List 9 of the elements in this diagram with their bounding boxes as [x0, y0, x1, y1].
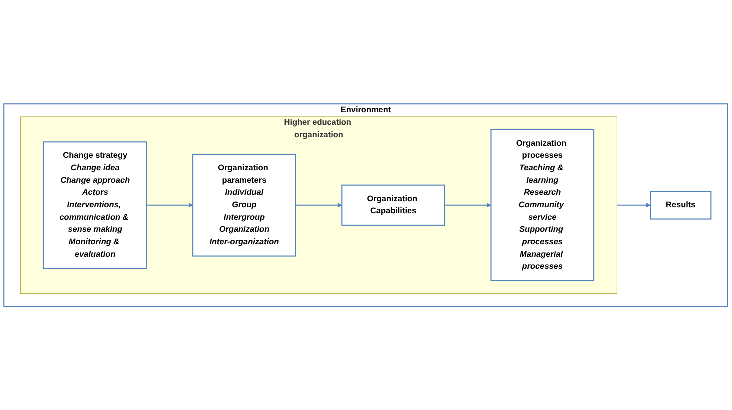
arrow	[444, 202, 492, 208]
arrow	[296, 202, 342, 208]
node-box: Organization parameters Individual Group Intergroup Organization Inter-organization	[192, 154, 296, 256]
node-box: Organization Capabilities	[342, 184, 446, 226]
node-box: Change strategy Change idea Change approach Actors Interventions, communication & sense making Monitoring & evaluation	[43, 141, 148, 269]
node-box: Organization processes Teaching & learning Research Community service Supporting processes Managerial processes	[490, 128, 595, 282]
arrow	[146, 202, 194, 208]
arrow	[617, 202, 651, 208]
node-box: Results	[650, 190, 712, 220]
